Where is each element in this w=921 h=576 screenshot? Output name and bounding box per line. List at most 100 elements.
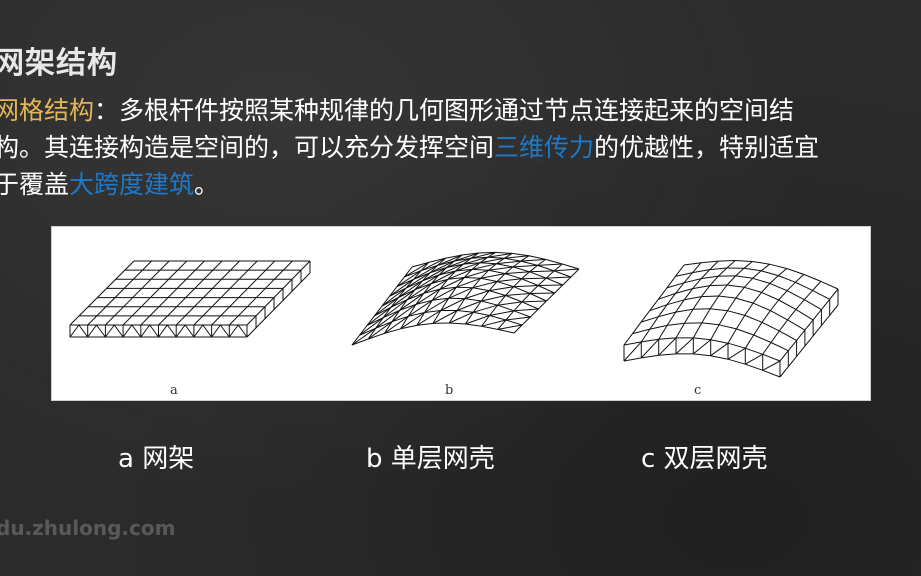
- member-line: [709, 284, 728, 287]
- member-line: [448, 310, 458, 324]
- member-line: [545, 258, 563, 265]
- keyword-3d-force: 三维传力: [494, 133, 595, 162]
- member-line: [545, 270, 555, 279]
- member-line: [457, 310, 474, 313]
- member-line: [787, 319, 806, 331]
- member-line: [447, 270, 456, 280]
- member-line: [237, 324, 248, 338]
- member-line: [505, 319, 523, 326]
- member-line: [701, 308, 711, 324]
- member-line: [480, 273, 506, 279]
- member-line: [505, 310, 515, 321]
- member-line: [727, 328, 737, 344]
- watermark: du.zhulong.com: [0, 516, 176, 540]
- member-line: [675, 272, 693, 277]
- member-line: [529, 308, 539, 318]
- member-line: [657, 287, 668, 300]
- member-line: [464, 269, 489, 278]
- member-line: [437, 254, 463, 266]
- member-line: [528, 255, 546, 260]
- member-line: [489, 315, 507, 321]
- member-line: [481, 315, 491, 327]
- member-line: [228, 324, 239, 338]
- line1-text: ：多根杆件按照某种规律的几何图形通过节点连接起来的空间结: [94, 96, 795, 125]
- member-line: [488, 263, 497, 271]
- member-line: [710, 342, 729, 357]
- member-line: [456, 300, 482, 311]
- member-line: [538, 284, 563, 286]
- caption-space-truss: a 网架: [118, 444, 195, 474]
- member-line: [471, 262, 481, 270]
- member-line: [383, 309, 400, 319]
- member-line: [140, 324, 151, 338]
- member-line: [122, 324, 133, 338]
- member-line: [770, 299, 780, 311]
- member-line: [496, 273, 506, 282]
- member-line: [481, 319, 507, 327]
- member-line: [184, 324, 195, 338]
- member-line: [396, 276, 405, 287]
- member-line: [446, 257, 472, 268]
- member-line: [641, 338, 659, 343]
- member-line: [366, 317, 384, 326]
- member-line: [366, 306, 392, 326]
- member-line: [736, 328, 754, 336]
- member-line: [683, 262, 702, 266]
- member-line: [640, 338, 660, 359]
- member-line: [692, 339, 712, 355]
- member-line: [513, 310, 531, 318]
- member-line: [692, 308, 711, 310]
- member-line: [416, 310, 442, 326]
- member-line: [795, 281, 813, 291]
- member-line: [505, 271, 530, 275]
- member-line: [440, 298, 466, 311]
- member-line: [546, 292, 555, 302]
- member-line: [675, 282, 685, 294]
- member-line: [709, 295, 720, 309]
- member-line: [803, 290, 813, 301]
- member-line: [464, 277, 481, 279]
- member-line: [520, 260, 538, 266]
- member-line: [760, 263, 770, 272]
- member-line: [529, 293, 547, 302]
- member-line: [429, 260, 455, 274]
- member-line: [821, 298, 831, 310]
- member-line: [812, 325, 822, 337]
- member-line: [554, 268, 580, 272]
- member-line: [399, 299, 408, 311]
- member-line: [692, 269, 710, 274]
- member-line: [529, 285, 539, 294]
- member-line: [675, 308, 694, 313]
- member-line: [432, 310, 442, 324]
- member-line: [513, 278, 522, 288]
- member-line: [761, 321, 780, 332]
- line2-end-text: 的优越性，特别适宜: [594, 133, 820, 162]
- member-line: [753, 322, 763, 336]
- member-line: [439, 278, 449, 290]
- member-line: [456, 298, 466, 311]
- member-line: [562, 263, 580, 270]
- member-line: [228, 260, 293, 326]
- member-line: [537, 277, 547, 286]
- member-line: [649, 298, 659, 312]
- member-line: [693, 353, 711, 357]
- member-line: [640, 310, 651, 323]
- member-line: [423, 283, 432, 294]
- member-line: [760, 270, 779, 277]
- member-line: [481, 300, 498, 306]
- member-line: [709, 267, 727, 271]
- member-line: [745, 363, 763, 371]
- member-line: [804, 299, 822, 311]
- member-line: [384, 315, 409, 334]
- member-line: [701, 275, 719, 280]
- member-line: [666, 299, 685, 306]
- member-line: [537, 263, 563, 266]
- member-line: [504, 266, 514, 274]
- member-line: [96, 324, 106, 338]
- member-line: [420, 257, 446, 272]
- member-line: [786, 268, 804, 275]
- member-line: [529, 271, 547, 279]
- member-line: [795, 308, 814, 321]
- member-line: [658, 337, 677, 356]
- member-line: [683, 288, 694, 301]
